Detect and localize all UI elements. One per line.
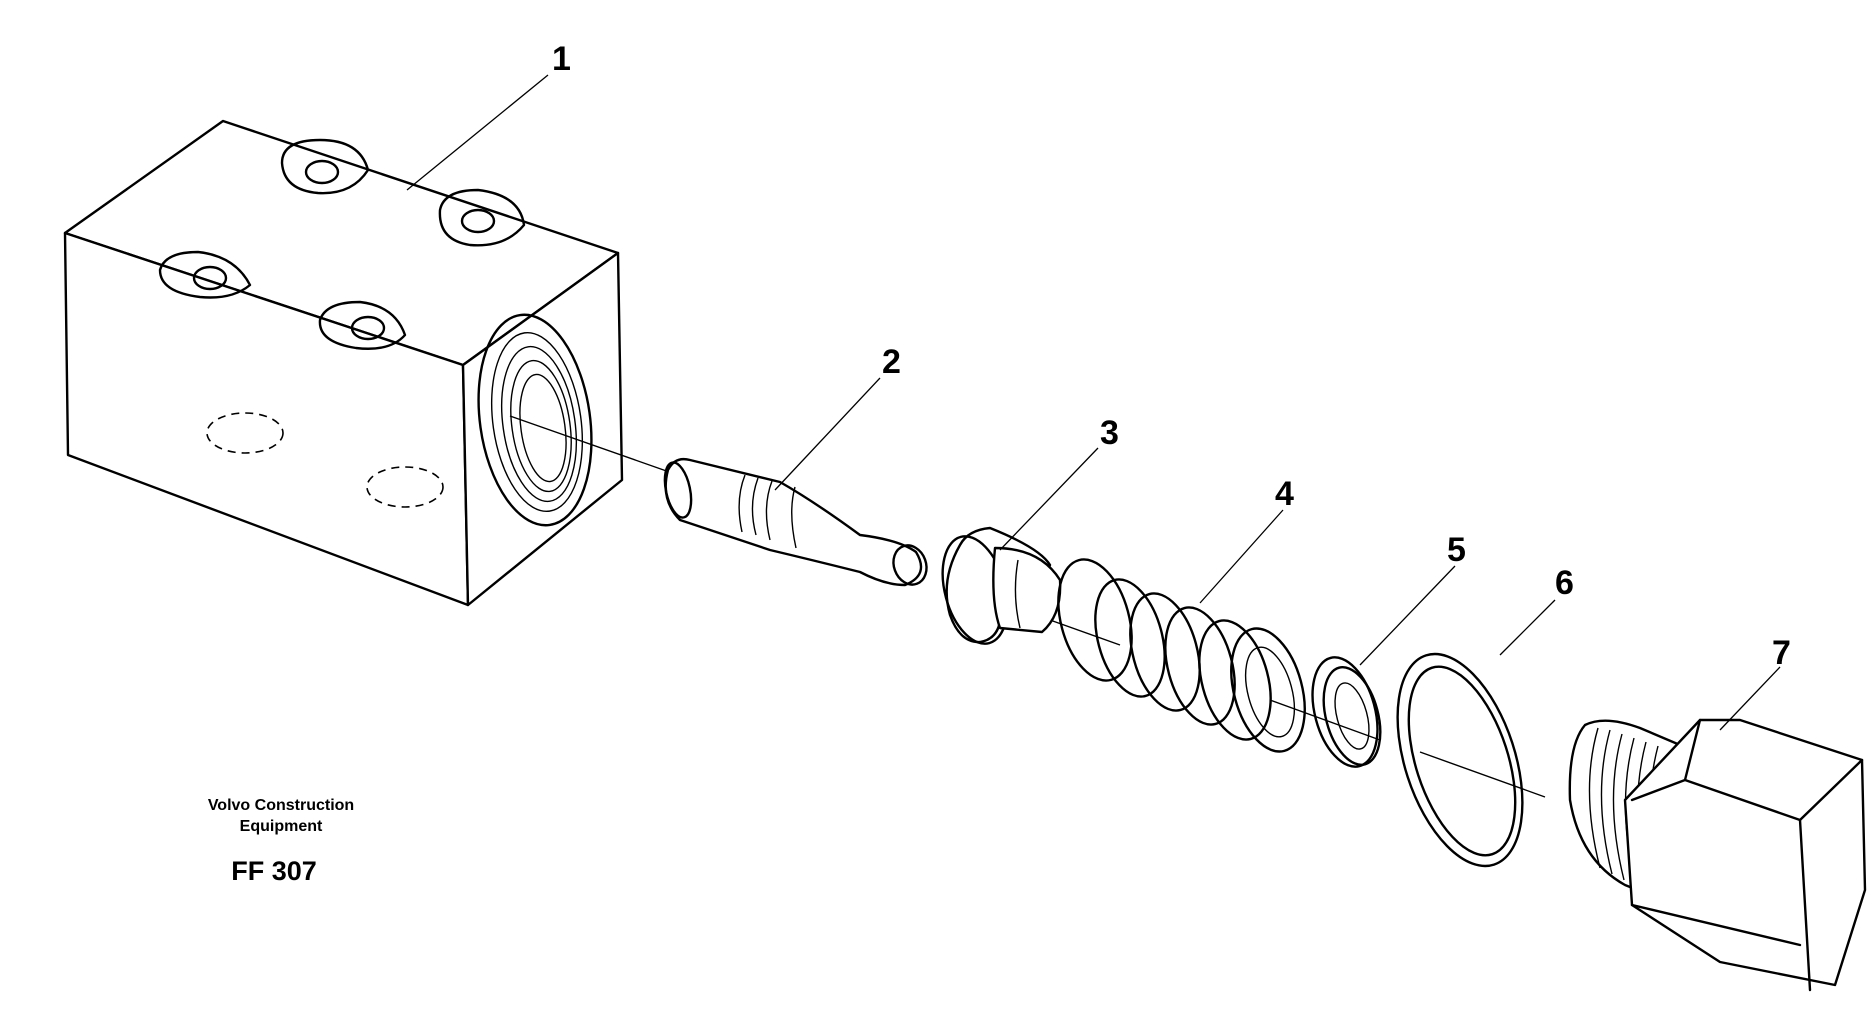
part-7-plug xyxy=(1568,718,1867,992)
part-6-o-ring xyxy=(1396,652,1524,868)
leader-lines xyxy=(406,74,1781,731)
part-4-spring xyxy=(1057,558,1306,753)
callout-6: 6 xyxy=(1555,564,1574,602)
manufacturer-line-2: Equipment xyxy=(240,818,323,835)
part-1-valve-housing xyxy=(63,119,624,607)
part-5-washer xyxy=(1311,656,1382,768)
callout-labels: 1 2 3 4 5 6 7 xyxy=(552,40,1791,672)
hidden-port xyxy=(206,412,284,454)
callout-3: 3 xyxy=(1100,414,1119,452)
part-3-valve-cone xyxy=(941,526,1062,645)
housing-mounting-holes xyxy=(158,138,526,350)
housing-threaded-bore xyxy=(477,313,593,527)
manufacturer-line-1: Volvo Construction xyxy=(208,797,354,814)
callout-5: 5 xyxy=(1447,531,1466,569)
callout-7: 7 xyxy=(1772,634,1791,672)
callout-2: 2 xyxy=(882,343,901,381)
callout-1: 1 xyxy=(552,40,571,78)
figure-caption: Volvo Construction Equipment FF 307 xyxy=(208,797,354,886)
figure-code: FF 307 xyxy=(231,856,317,886)
callout-4: 4 xyxy=(1275,475,1294,513)
hidden-port xyxy=(366,466,444,508)
part-2-pin xyxy=(663,457,928,587)
